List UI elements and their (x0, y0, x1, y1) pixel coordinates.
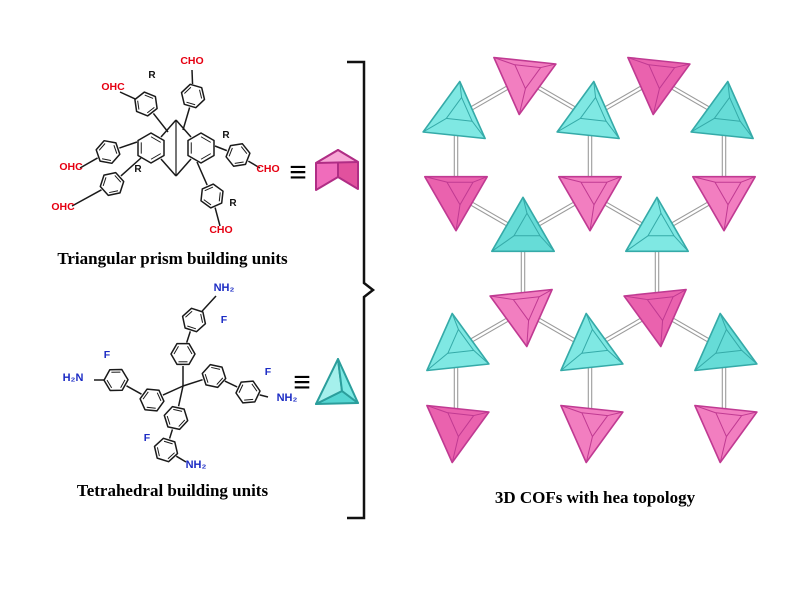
triptycene-hexaaldehyde-structure: CHO OHC OHC OHC CHO CHO R R R R (51, 55, 279, 236)
tetrahedron-icon (315, 358, 359, 405)
fluoro-label: F (104, 349, 111, 361)
aldehyde-label: CHO (209, 224, 232, 236)
amine-label: H₂N (63, 372, 84, 384)
amine-label: NH₂ (186, 459, 207, 471)
equivalence-symbol-top: ≡ (289, 156, 307, 189)
fluoro-label: F (221, 314, 228, 326)
caption-triangular-prism-units: Triangular prism building units (57, 249, 288, 268)
grouping-bracket (347, 60, 376, 520)
fluoro-label: F (265, 366, 272, 378)
aldehyde-label: CHO (180, 55, 203, 67)
r-group-label: R (148, 70, 156, 81)
aldehyde-label: OHC (51, 201, 75, 213)
aldehyde-label: OHC (59, 161, 83, 173)
r-group-label: R (134, 164, 142, 175)
aldehyde-label: OHC (101, 81, 125, 93)
r-group-label: R (222, 130, 230, 141)
triangular-prism-icon (315, 149, 359, 191)
amine-label: NH₂ (277, 392, 298, 404)
r-group-label: R (229, 198, 237, 209)
amine-label: NH₂ (214, 282, 235, 294)
fluoro-label: F (144, 432, 151, 444)
caption-network: 3D COFs with hea topology (494, 488, 696, 507)
hea-topology-network (422, 56, 758, 464)
caption-tetrahedral-units: Tetrahedral building units (76, 481, 269, 500)
tetrahedral-tetraamine-structure: NH₂ F H₂N F NH₂ F NH₂ F (63, 282, 298, 471)
equivalence-symbol-bottom: ≡ (293, 366, 311, 399)
aldehyde-label: CHO (256, 163, 279, 175)
